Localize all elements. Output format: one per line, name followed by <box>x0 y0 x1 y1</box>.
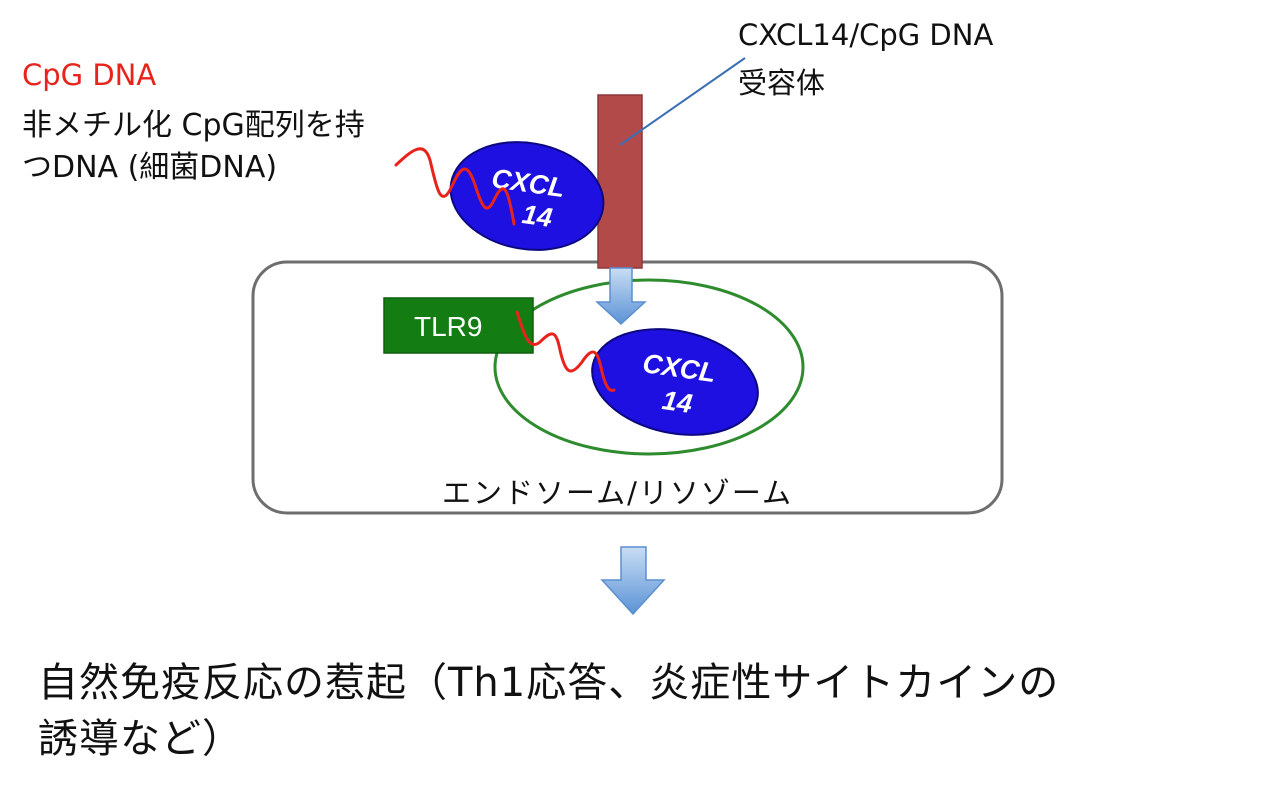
cpg-dna-title: CpG DNA <box>22 58 157 92</box>
cpg-dna-strand-outer <box>394 147 516 226</box>
endosome-label: エンドソーム/リソゾーム <box>442 476 794 510</box>
receptor-bar <box>597 94 643 269</box>
receptor-label-line2: 受容体 <box>738 66 826 100</box>
cpg-dna-strand-inner <box>515 310 616 392</box>
endosome-vesicle <box>493 278 805 456</box>
cpg-dna-description-line1: 非メチル化 CpG配列を持 <box>22 108 365 143</box>
result-text-line1: 自然免疫反応の惹起（Th1応答、炎症性サイトカインの <box>38 660 1060 706</box>
tlr9-label: TLR9 <box>414 311 482 342</box>
tlr9-box <box>383 297 534 354</box>
cxcl14-outer-ellipse <box>449 141 605 251</box>
result-text-line2: 誘導など） <box>38 716 243 762</box>
receptor-pointer-line <box>619 57 746 146</box>
result-arrow <box>600 546 666 616</box>
internalization-arrow <box>595 267 647 326</box>
receptor-label-line1: CXCL14/CpG DNA <box>738 18 994 52</box>
cxcl14-inner-label-line2: 14 <box>660 385 694 419</box>
cxcl14-outer-label-line2: 14 <box>520 199 554 233</box>
cpg-dna-description-line2: つDNA (細菌DNA) <box>22 150 278 185</box>
cxcl14-inner-ellipse <box>591 328 759 436</box>
